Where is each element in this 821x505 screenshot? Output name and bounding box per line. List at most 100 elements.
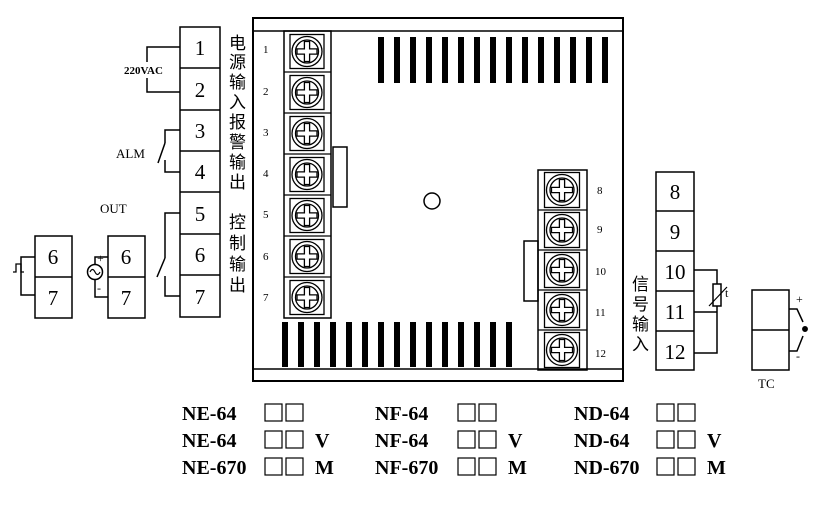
svg-text:号: 号 (632, 295, 649, 315)
model-name: ND-670 (574, 457, 640, 479)
ac-terminal-7: 7 (121, 286, 132, 310)
model-suffix: V (707, 430, 722, 452)
option-box (478, 430, 497, 449)
top-vent-slots (378, 37, 608, 83)
model-name: ND-64 (574, 403, 630, 425)
pulse-terminal-6: 6 (48, 245, 59, 269)
ac-plus-sign: + (97, 251, 104, 265)
svg-text:电: 电 (229, 34, 246, 54)
control-output-text: 控 制 输 出 (229, 213, 246, 296)
device-pin-8: 8 (597, 185, 603, 197)
option-box (264, 403, 283, 422)
ac-terminal-block (107, 235, 146, 319)
alarm-label: ALM (116, 146, 145, 161)
terminal-screw-icon (289, 197, 325, 234)
terminal-screw-icon (289, 74, 325, 111)
terminal-screw-icon (289, 156, 325, 193)
device-pin-1: 1 (263, 44, 269, 56)
terminal-screw-icon (543, 211, 581, 249)
model-name: ND-64 (574, 430, 630, 452)
ac-minus-sign: - (97, 281, 101, 295)
svg-text:入: 入 (632, 335, 649, 355)
alarm-output-text: 报 警 输 出 (229, 113, 246, 193)
supply-voltage-label: 220VAC (124, 65, 163, 77)
terminal-screw-icon (543, 331, 581, 369)
model-suffix: V (508, 430, 523, 452)
model-name: NF-64 (375, 403, 428, 425)
terminal-10-label: 10 (665, 260, 686, 284)
power-input-text: 电 源 输 入 (229, 34, 246, 113)
svg-text:信: 信 (632, 275, 649, 295)
option-box (457, 430, 476, 449)
model-name: NF-670 (375, 457, 438, 479)
terminal-screw-icon (543, 251, 581, 289)
terminal-7-label: 7 (195, 285, 206, 309)
option-box (285, 403, 304, 422)
model-suffix: M (707, 457, 726, 479)
tc-block (751, 289, 790, 371)
bottom-vent-slots (282, 322, 512, 367)
device-body (252, 17, 624, 382)
option-box (264, 457, 283, 476)
option-box (478, 457, 497, 476)
device-pin-7: 7 (263, 292, 269, 304)
option-box (677, 457, 696, 476)
tc-plus-sign: + (796, 292, 803, 306)
model-name: NE-670 (182, 457, 246, 479)
terminal-screw-icon (289, 33, 325, 70)
option-box (656, 430, 675, 449)
svg-text:出: 出 (229, 173, 246, 193)
signal-input-text: 信 号 输 入 (632, 275, 649, 355)
terminal-6-label: 6 (195, 243, 206, 267)
svg-text:警: 警 (229, 133, 246, 153)
terminal-4-label: 4 (195, 160, 206, 184)
option-box (457, 457, 476, 476)
model-name: NE-64 (182, 430, 236, 452)
ac-terminal-6: 6 (121, 245, 132, 269)
terminal-2-label: 2 (195, 78, 206, 102)
option-box (677, 430, 696, 449)
svg-text:制: 制 (229, 234, 246, 254)
device-pin-6: 6 (263, 251, 269, 263)
svg-text:入: 入 (229, 93, 246, 113)
svg-text:源: 源 (229, 53, 246, 73)
device-pin-4: 4 (263, 168, 269, 180)
model-suffix: M (508, 457, 527, 479)
terminal-screw-icon (289, 238, 325, 275)
option-box (677, 403, 696, 422)
model-name: NE-64 (182, 403, 236, 425)
tc-minus-sign: - (796, 349, 800, 363)
svg-text:输: 输 (229, 73, 246, 93)
option-box (285, 457, 304, 476)
tc-label: TC (758, 376, 775, 391)
device-pin-5: 5 (263, 209, 269, 221)
pulse-terminal-block (34, 235, 73, 319)
svg-text:输: 输 (632, 315, 649, 335)
terminal-1-label: 1 (195, 36, 206, 60)
terminal-12-label: 12 (665, 340, 686, 364)
option-box (285, 430, 304, 449)
terminal-11-label: 11 (665, 300, 685, 324)
terminal-5-label: 5 (195, 202, 206, 226)
svg-text:出: 出 (229, 276, 246, 296)
device-pin-12: 12 (595, 348, 606, 360)
terminal-screw-icon (289, 279, 325, 316)
terminal-8-label: 8 (670, 180, 681, 204)
device-pin-3: 3 (263, 127, 269, 139)
option-box (656, 457, 675, 476)
terminal-screw-icon (543, 171, 581, 209)
device-pin-11: 11 (595, 307, 606, 319)
device-pin-2: 2 (263, 86, 269, 98)
svg-text:报: 报 (229, 113, 246, 133)
terminal-3-label: 3 (195, 119, 206, 143)
rtd-t-label: t (725, 286, 729, 300)
terminal-screw-icon (289, 115, 325, 152)
option-box (478, 403, 497, 422)
option-box (264, 430, 283, 449)
device-pin-9: 9 (597, 224, 603, 236)
svg-text:控: 控 (229, 213, 246, 233)
terminal-screw-icon (543, 291, 581, 329)
model-suffix: V (315, 430, 330, 452)
out-label: OUT (100, 201, 127, 216)
